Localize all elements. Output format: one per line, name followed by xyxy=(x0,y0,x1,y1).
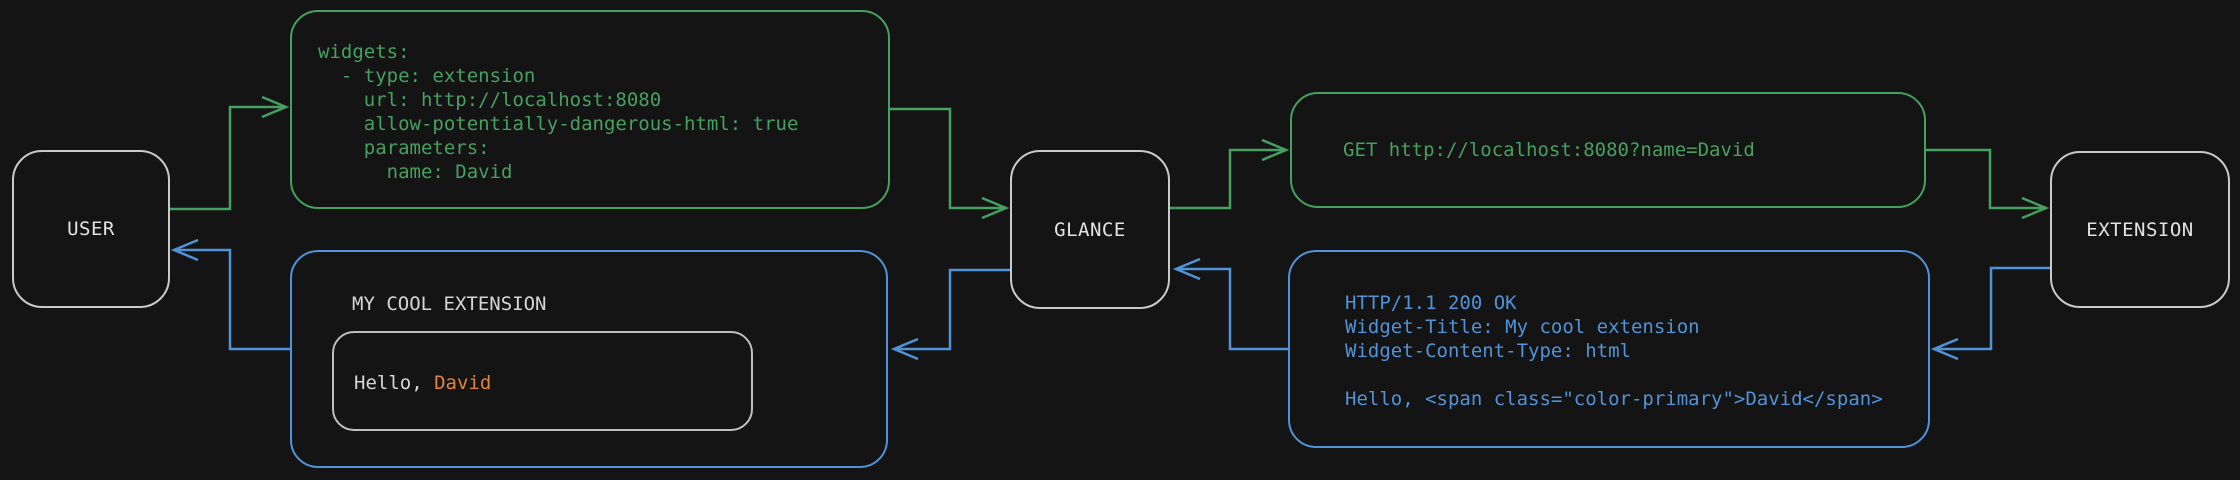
widget-content-box: Hello, David xyxy=(332,331,753,431)
connector-extension-to-response xyxy=(1934,266,2050,351)
connector-glance-to-widget xyxy=(894,268,1010,351)
arrowhead-left-icon xyxy=(1930,337,1959,361)
node-extension-label: EXTENSION xyxy=(2086,218,2194,241)
response-line: HTTP/1.1 200 OK xyxy=(1345,292,1517,314)
node-glance: GLANCE xyxy=(1010,150,1170,309)
node-extension: EXTENSION xyxy=(2050,151,2230,308)
arrowhead-right-icon xyxy=(981,196,1010,220)
greeting-prefix: Hello, xyxy=(354,372,435,394)
greeting-text: Hello, David xyxy=(354,371,491,395)
config-line: parameters: xyxy=(318,137,490,159)
response-line: Hello, <span class="color-primary">David… xyxy=(1345,388,1883,410)
config-line: url: http://localhost:8080 xyxy=(318,89,662,111)
arrowhead-left-icon xyxy=(1172,257,1201,281)
config-line: name: David xyxy=(318,161,513,183)
config-yaml-box: widgets: - type: extension url: http://l… xyxy=(290,10,890,209)
arrowhead-right-icon xyxy=(2021,196,2050,220)
node-user: USER xyxy=(12,150,170,308)
connector-glance-to-request xyxy=(1170,148,1286,210)
config-line: allow-potentially-dangerous-html: true xyxy=(318,113,799,135)
http-request-text: GET http://localhost:8080?name=David xyxy=(1343,139,1755,161)
widget-title: MY COOL EXTENSION xyxy=(352,293,547,315)
config-line: widgets: xyxy=(318,41,410,63)
node-glance-label: GLANCE xyxy=(1054,218,1126,241)
connector-user-to-config xyxy=(170,105,286,211)
greeting-name: David xyxy=(434,372,492,394)
response-line: Widget-Content-Type: html xyxy=(1345,340,1631,362)
rendered-widget-box: MY COOL EXTENSION Hello, David xyxy=(290,250,888,468)
response-line: Widget-Title: My cool extension xyxy=(1345,316,1700,338)
connector-response-to-glance xyxy=(1176,267,1288,351)
connector-request-to-extension xyxy=(1926,148,2046,210)
connector-widget-to-user xyxy=(174,248,290,351)
arrowhead-right-icon xyxy=(261,95,290,119)
arrowhead-left-icon xyxy=(890,337,919,361)
connector-config-to-glance xyxy=(890,107,1006,210)
config-line: - type: extension xyxy=(318,65,536,87)
response-line xyxy=(1345,363,1928,387)
node-user-label: USER xyxy=(67,218,115,240)
arrowhead-left-icon xyxy=(170,238,199,262)
http-request-box: GET http://localhost:8080?name=David xyxy=(1290,92,1926,208)
http-response-box: HTTP/1.1 200 OK Widget-Title: My cool ex… xyxy=(1288,250,1930,448)
arrowhead-right-icon xyxy=(1261,138,1290,162)
